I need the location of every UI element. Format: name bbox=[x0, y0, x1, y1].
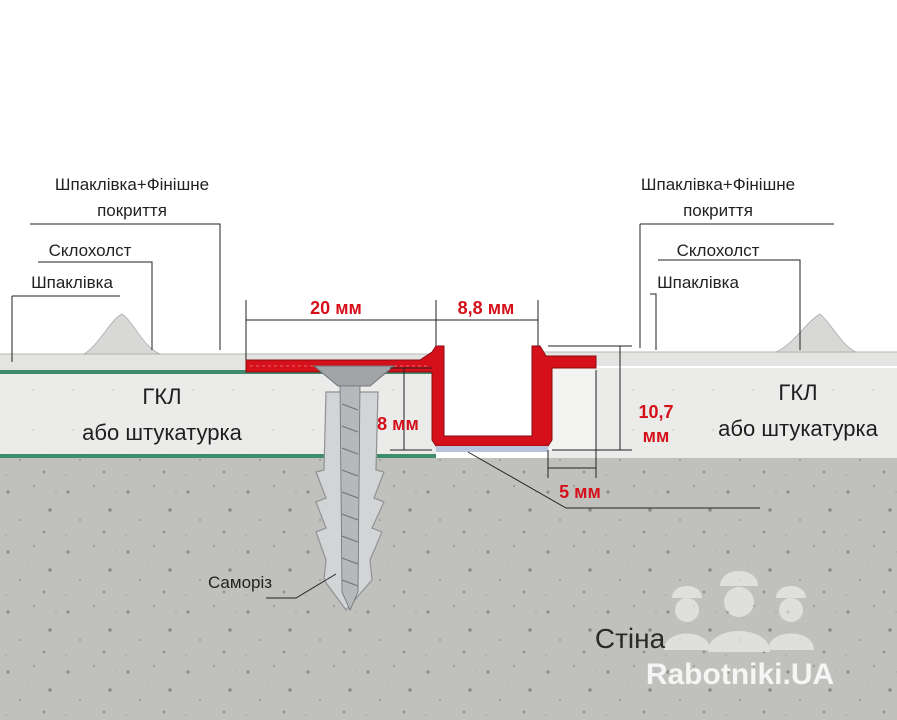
label-right-fiberglass: Склохолст bbox=[677, 241, 760, 260]
label-screw: Саморіз bbox=[208, 573, 272, 592]
dim-text-channel: 8,8 мм bbox=[458, 298, 515, 318]
label-left-finish-line2: покриття bbox=[97, 201, 167, 220]
right-putty-layer bbox=[540, 352, 897, 366]
screw-thread bbox=[341, 403, 359, 587]
dim-line-depth-right bbox=[548, 345, 632, 451]
label-left-finish-line1: Шпаклівка+Фінішне bbox=[55, 175, 209, 194]
label-left-board-line2: або штукатурка bbox=[82, 420, 242, 445]
label-right-finish-line2: покриття bbox=[683, 201, 753, 220]
dim-line-flange bbox=[245, 300, 437, 360]
right-board-recess bbox=[548, 368, 596, 450]
screw-shaft bbox=[339, 385, 361, 611]
watermark-text: Rabotniki.UA bbox=[646, 658, 834, 691]
leader-right-finish bbox=[639, 223, 834, 348]
leader-tape bbox=[467, 451, 760, 509]
left-board-top-edge bbox=[0, 370, 436, 374]
leader-right-putty bbox=[650, 293, 657, 350]
profile-inner-channel bbox=[446, 348, 530, 434]
label-right-board-line2: або штукатурка bbox=[718, 416, 878, 441]
dim-text-depth-right-line1: 10,7 bbox=[638, 402, 673, 422]
label-left-board-line1: ГКЛ bbox=[142, 384, 181, 409]
dim-line-bottom bbox=[547, 370, 597, 478]
label-right-putty: Шпаклівка bbox=[657, 273, 739, 292]
label-left-fiberglass: Склохолст bbox=[49, 241, 132, 260]
left-board-bottom-edge bbox=[0, 454, 436, 458]
dim-text-depth-right-line2: мм bbox=[643, 426, 670, 446]
leader-right-fiberglass bbox=[658, 259, 801, 350]
leader-screw bbox=[266, 573, 337, 599]
right-board bbox=[548, 368, 897, 458]
dim-line-channel bbox=[436, 300, 539, 346]
label-right-finish-line1: Шпаклівка+Фінішне bbox=[641, 175, 795, 194]
worker-center-icon bbox=[708, 571, 770, 652]
leader-left-finish bbox=[30, 223, 221, 350]
dim-text-bottom: 5 мм bbox=[559, 482, 601, 502]
worker-right-icon bbox=[768, 586, 814, 650]
worker-left-icon bbox=[664, 586, 710, 650]
left-putty-mound bbox=[82, 313, 161, 355]
right-putty-mound bbox=[775, 313, 857, 353]
dim-text-flange: 20 мм bbox=[310, 298, 362, 318]
label-right-board-line1: ГКЛ bbox=[778, 380, 817, 405]
concrete-wall bbox=[0, 458, 897, 720]
leader-left-putty bbox=[11, 295, 120, 362]
watermark-logo bbox=[664, 571, 814, 652]
dim-text-depth-left: 8 мм bbox=[377, 414, 419, 434]
profile-base-tape bbox=[436, 446, 548, 452]
screw-head bbox=[312, 365, 396, 387]
leader-left-fiberglass bbox=[38, 261, 153, 350]
label-wall: Стіна bbox=[595, 623, 666, 654]
label-left-putty: Шпаклівка bbox=[31, 273, 113, 292]
dim-line-depth-left bbox=[390, 367, 432, 451]
